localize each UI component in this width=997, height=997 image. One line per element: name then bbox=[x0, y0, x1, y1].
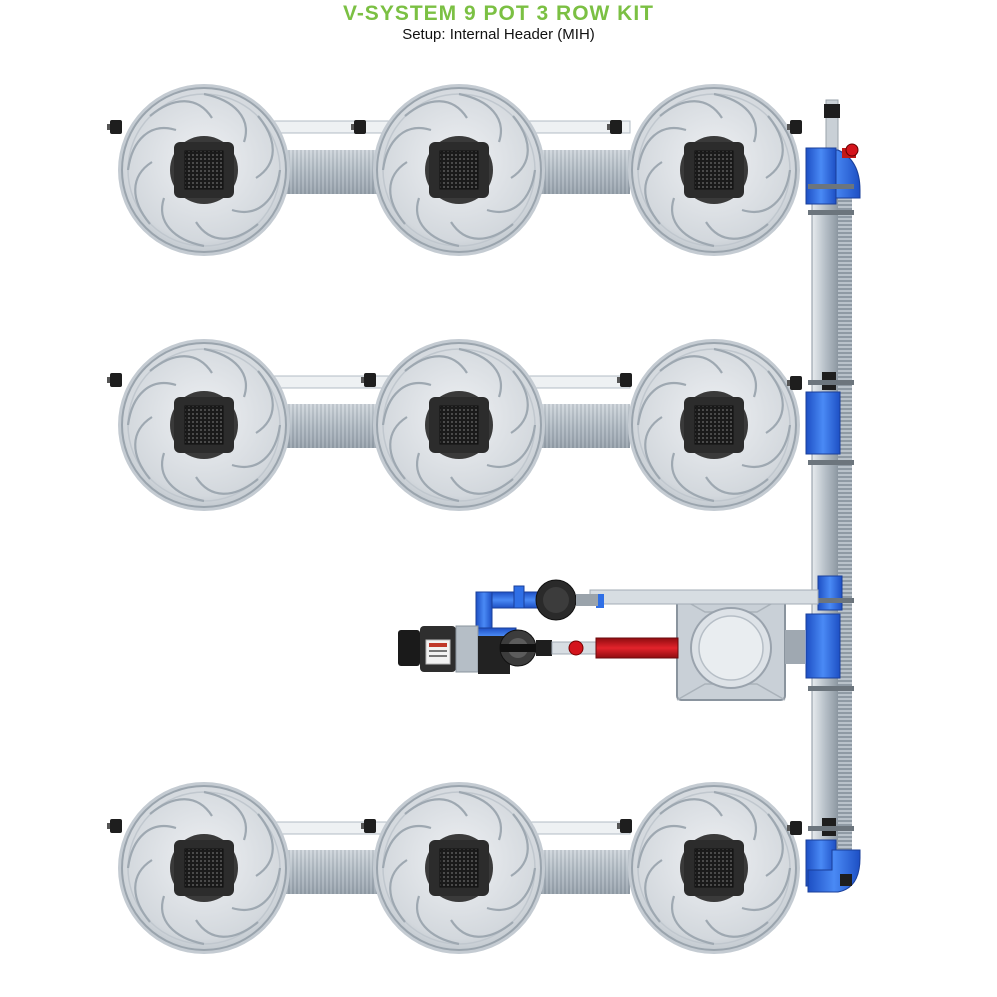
page-subtitle: Setup: Internal Header (MIH) bbox=[402, 26, 595, 43]
grow-pot-icon bbox=[116, 337, 292, 513]
grow-pot-icon bbox=[626, 780, 802, 956]
pot-row-1 bbox=[116, 82, 802, 258]
valve-icon bbox=[499, 629, 537, 667]
internal-header-manifold bbox=[805, 99, 861, 893]
grow-pot-icon bbox=[626, 337, 802, 513]
filter-icon bbox=[535, 579, 598, 621]
grow-pot-icon bbox=[371, 337, 547, 513]
check-valve-icon bbox=[842, 143, 859, 158]
pot-row-2 bbox=[116, 337, 802, 513]
control-bucket-icon bbox=[676, 595, 805, 701]
page-title: V-SYSTEM 9 POT 3 ROW KIT bbox=[342, 2, 655, 25]
grow-pot-icon bbox=[371, 82, 547, 258]
pump-assembly bbox=[398, 579, 679, 674]
grow-pot-icon bbox=[116, 82, 292, 258]
pot-row-3 bbox=[116, 780, 802, 956]
water-pump-icon bbox=[398, 625, 510, 674]
grow-pot-icon bbox=[371, 780, 547, 956]
grow-pot-icon bbox=[626, 82, 802, 258]
grow-pot-icon bbox=[116, 780, 292, 956]
